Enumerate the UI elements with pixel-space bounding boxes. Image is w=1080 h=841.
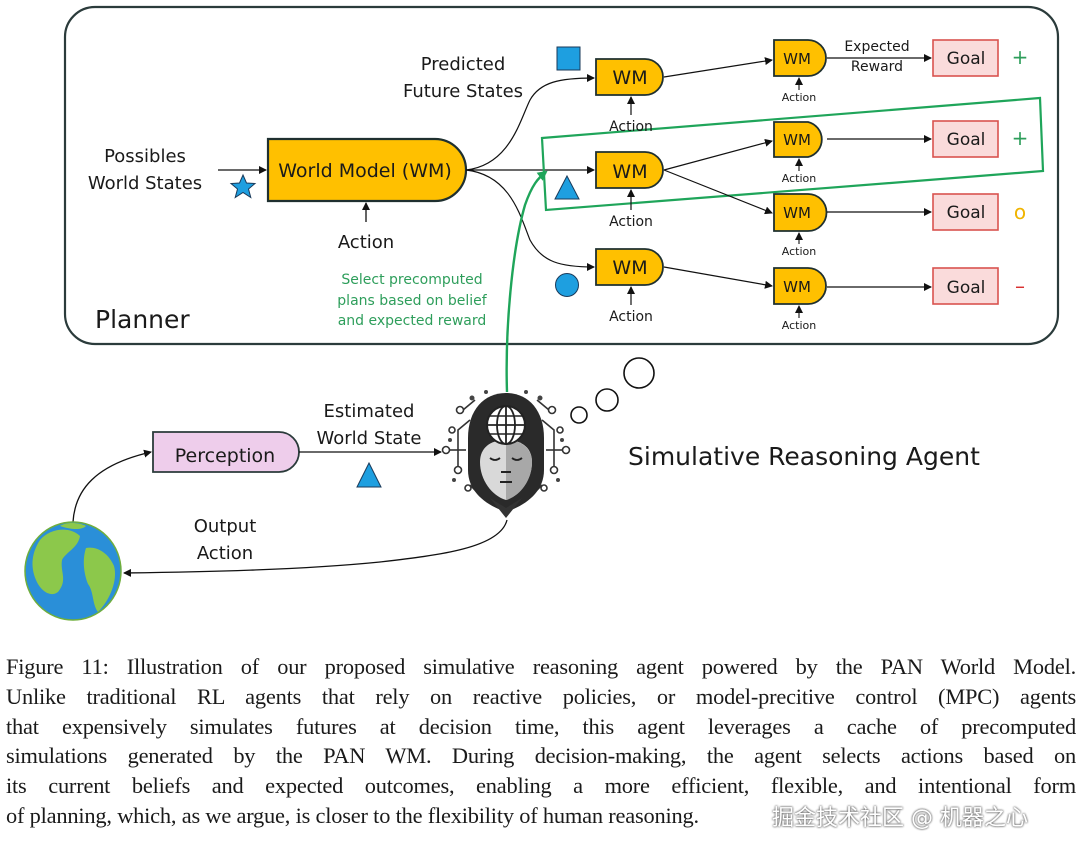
goal-box: Goal xyxy=(932,120,999,158)
thought-bubble-large xyxy=(623,357,655,389)
square-state-icon xyxy=(556,46,581,71)
thought-bubble-small xyxy=(570,406,588,424)
wm-label: WM xyxy=(612,161,647,183)
action-label: Action xyxy=(782,245,816,258)
triangle-state-icon xyxy=(554,174,580,200)
wm-action-label: Action xyxy=(338,232,394,253)
wm-label: WM xyxy=(783,50,811,68)
select-note-1: Select precomputed xyxy=(341,272,482,288)
selected-plan-highlight xyxy=(540,96,1045,212)
wm-label: WM xyxy=(612,257,647,279)
goal-box: Goal xyxy=(932,39,999,77)
outcome-positive: + xyxy=(1012,45,1029,69)
thought-bubble-medium xyxy=(595,388,619,412)
output-label-1: Output xyxy=(194,516,257,537)
branch-arrow-bottom xyxy=(465,169,595,271)
wm-label: WM xyxy=(783,278,811,296)
expected-reward-label-2: Reward xyxy=(851,59,903,75)
star-icon xyxy=(229,173,257,199)
wm-node-level2-bottom: WM Action xyxy=(595,248,664,325)
perception-box xyxy=(152,431,300,473)
possible-states-label-1: Possibles xyxy=(104,146,186,167)
selection-arrow xyxy=(505,170,548,393)
diagram-canvas: Planner Possibles World States World Mod… xyxy=(24,5,1060,621)
action-label: Action xyxy=(609,119,653,135)
arrow-l2-l3-c xyxy=(663,169,773,215)
arrow-l2-l3-d xyxy=(663,266,773,289)
watermark: 掘金技术社区 @ 机器之心 xyxy=(772,806,1028,831)
wm-label: WM xyxy=(783,204,811,222)
wm-node-level2-middle: WM Action xyxy=(595,151,664,230)
wm-node-level2-top: WM Action xyxy=(595,58,664,135)
action-label: Action xyxy=(782,319,816,332)
goal-box: Goal xyxy=(932,193,999,231)
wm-label: WM xyxy=(783,131,811,149)
caption-line: its current beliefs and expected outcome… xyxy=(6,773,1076,799)
caption-line: of planning, which, as we argue, is clos… xyxy=(6,802,699,828)
wm-node-level3-d: WM Action xyxy=(773,267,827,332)
select-note-2: plans based on belief xyxy=(337,293,487,309)
select-note-3: and expected reward xyxy=(338,313,487,329)
goal-label: Goal xyxy=(947,49,986,69)
wm-label: WM xyxy=(612,67,647,89)
planner-container xyxy=(63,5,1060,346)
goal-label: Goal xyxy=(947,130,986,150)
estimated-label-2: World State xyxy=(317,428,422,449)
world-model-label: World Model (WM) xyxy=(278,160,452,182)
estimated-label-1: Estimated xyxy=(324,401,415,422)
outcome-neutral: o xyxy=(1014,200,1026,224)
earth-icon xyxy=(24,521,122,621)
triangle-estimate-icon xyxy=(356,461,382,488)
caption-line: simulations generated by the PAN WM. Dur… xyxy=(6,743,1076,769)
goal-box: Goal xyxy=(932,267,999,305)
agent-title: Simulative Reasoning Agent xyxy=(628,442,980,471)
action-label: Action xyxy=(609,214,653,230)
output-label-2: Action xyxy=(197,543,253,564)
arrow-l2-l3-b xyxy=(663,138,773,171)
action-label: Action xyxy=(782,172,816,185)
goal-label: Goal xyxy=(947,203,986,223)
action-label: Action xyxy=(609,309,653,325)
outcome-negative: – xyxy=(1015,274,1025,298)
planner-title: Planner xyxy=(95,305,190,334)
caption-line: Figure 11: Illustration of our proposed … xyxy=(6,654,1076,679)
possible-states-label-2: World States xyxy=(88,173,202,194)
circle-state-icon xyxy=(555,273,579,297)
branch-arrow-top xyxy=(465,74,595,171)
observation-arrow xyxy=(72,449,152,523)
agent-head-icon xyxy=(441,390,571,518)
arrow-l2-l3-a xyxy=(663,57,773,78)
wm-node-level3-a: WM Action xyxy=(773,39,827,104)
output-action-arrow xyxy=(123,519,508,577)
world-model-box xyxy=(266,137,468,203)
figure-caption: Figure 11: Illustration of our proposed … xyxy=(6,652,1076,831)
wm-node-level3-c: WM Action xyxy=(773,193,828,258)
goal-label: Goal xyxy=(947,278,986,298)
perception-label: Perception xyxy=(175,445,275,467)
action-label: Action xyxy=(782,91,816,104)
caption-line: that expensively simulates futures at de… xyxy=(6,713,1076,739)
caption-line: Unlike traditional RL agents that rely o… xyxy=(6,683,1076,709)
predicted-label-2: Future States xyxy=(403,81,523,102)
wm-node-level3-b: WM Action xyxy=(773,121,823,185)
expected-reward-label-1: Expected xyxy=(844,39,909,55)
predicted-label-1: Predicted xyxy=(421,54,506,75)
outcome-positive: + xyxy=(1012,126,1029,150)
